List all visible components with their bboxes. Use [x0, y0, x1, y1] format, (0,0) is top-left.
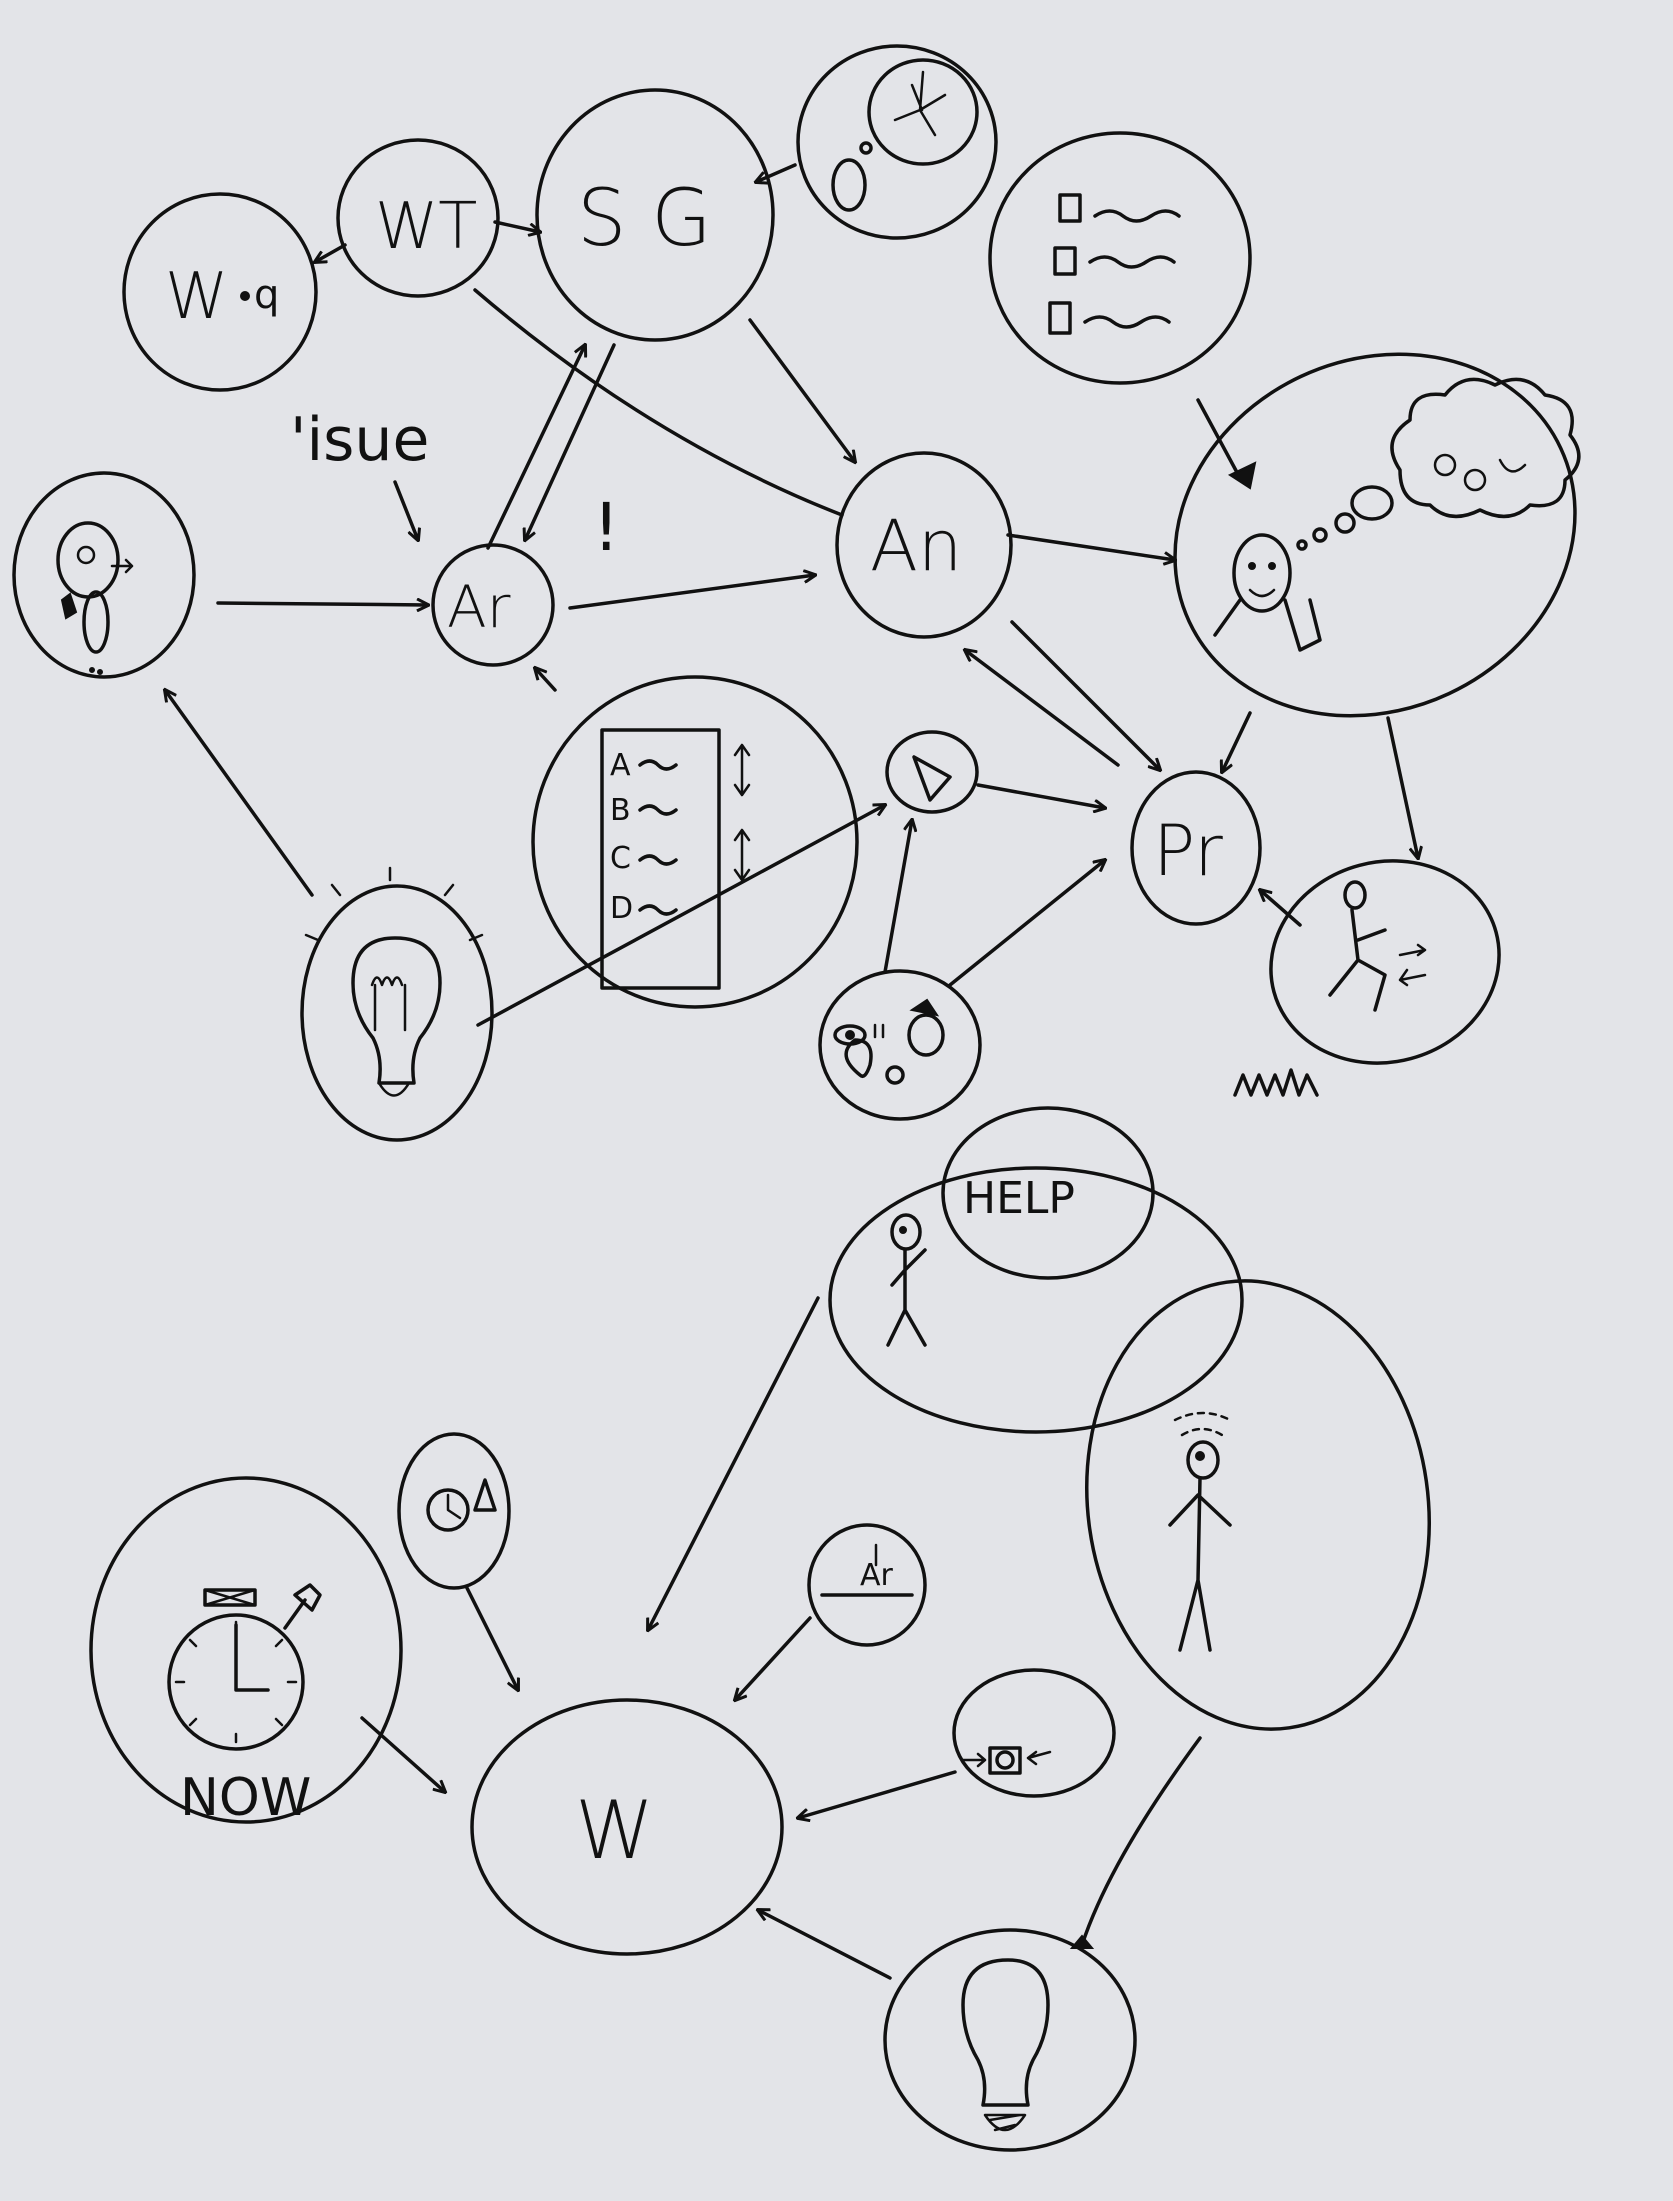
node-wq-sub: q	[254, 272, 279, 318]
list-letter-c: C	[610, 841, 631, 876]
person-icon	[12, 471, 196, 679]
node-wq-label: W	[165, 260, 228, 334]
help-person-icon: HELP	[828, 1106, 1244, 1434]
node-w-label: W	[575, 1784, 654, 1877]
node-w: W	[470, 1698, 784, 1956]
list-letter-d: D	[610, 891, 633, 926]
list-letter-a: A	[610, 748, 631, 783]
node-sg-label: S G	[577, 174, 712, 264]
node-sg: S G	[535, 88, 775, 342]
node-wt-label: WT	[375, 190, 477, 264]
thinking-person-icon	[1173, 352, 1581, 718]
list-letter-b: B	[610, 793, 631, 828]
eye-ear-icon	[818, 969, 982, 1121]
node-an-label: An	[870, 505, 962, 587]
clock-icon	[796, 44, 998, 240]
lightbulb-icon-bottom	[883, 1928, 1137, 2152]
node-wt: WT	[336, 138, 500, 298]
node-pr: Pr	[1130, 770, 1262, 926]
list-icon: A B C D	[531, 675, 859, 1009]
node-an: An	[835, 451, 1013, 639]
node-wq: W q	[122, 192, 318, 392]
issue-note: 'isue	[290, 405, 429, 475]
node-pr-label: Pr	[1153, 810, 1223, 892]
connector-arrows	[165, 163, 1418, 1980]
checklist-icon	[988, 131, 1252, 385]
exclamation-note: !	[593, 489, 619, 566]
camera-icon	[952, 1668, 1116, 1798]
now-label: NOW	[180, 1768, 311, 1828]
play-icon	[885, 730, 979, 814]
lightbulb-icon	[300, 866, 494, 1142]
small-ar-bubble: Ar	[807, 1523, 927, 1647]
help-text: HELP	[963, 1173, 1075, 1224]
confused-person-icon	[1085, 1279, 1431, 1731]
node-ar: Ar	[431, 543, 555, 667]
running-person-icon	[1233, 859, 1501, 1097]
small-clock-icon	[397, 1432, 511, 1590]
alarm-clock-icon: NOW	[89, 1476, 403, 1828]
node-ar-label: Ar	[447, 573, 511, 641]
